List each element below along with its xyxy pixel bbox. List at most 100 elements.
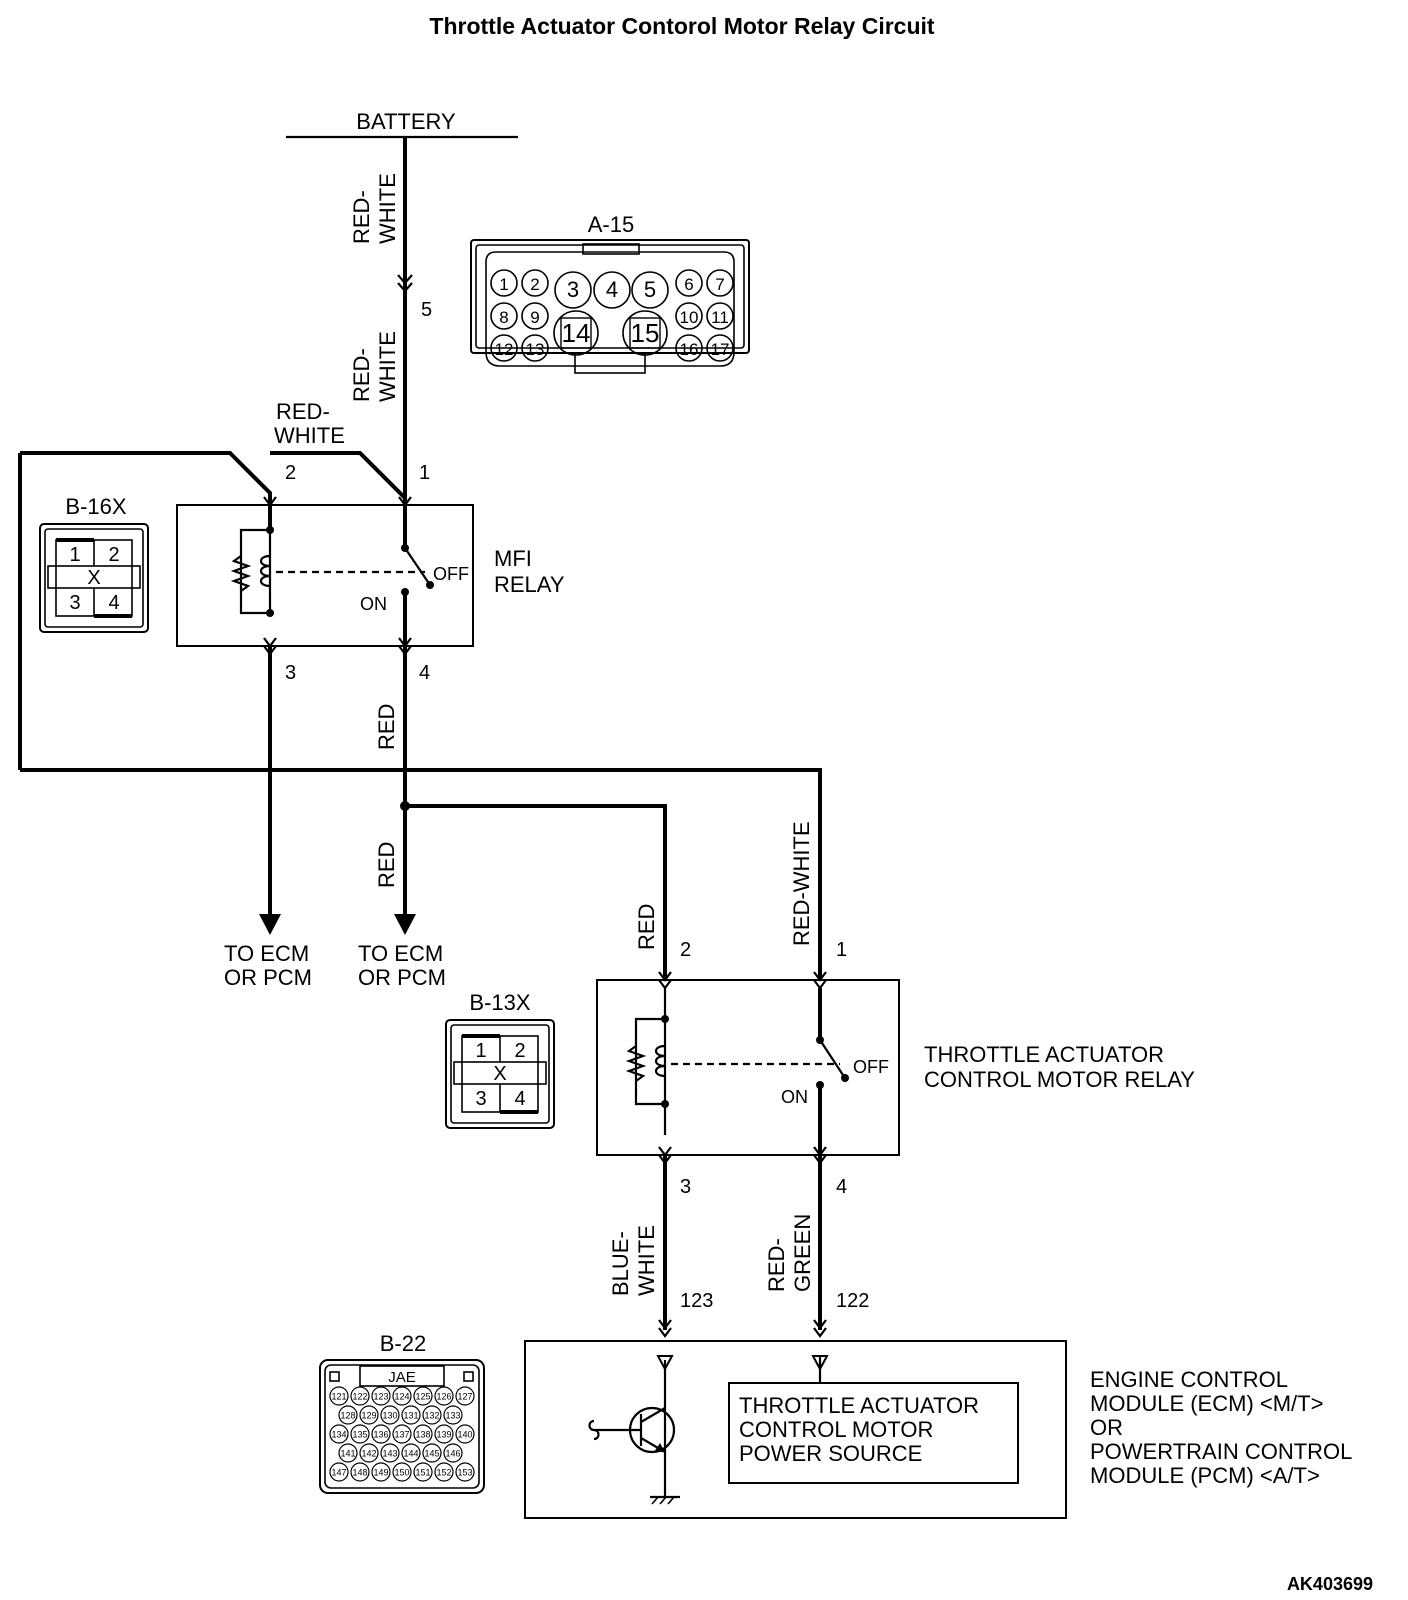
b22-pin: 148	[350, 1462, 370, 1482]
diagram-title: Throttle Actuator Contorol Motor Relay C…	[429, 13, 934, 39]
b22-pin-label: 130	[382, 1411, 397, 1421]
conn-mark	[813, 1327, 827, 1338]
wire-label-red: RED-	[276, 399, 330, 424]
b22-maker: JAE	[388, 1369, 416, 1386]
switch-blade	[404, 547, 429, 583]
a15-pin: 16	[675, 334, 703, 362]
tac-off-label: OFF	[853, 1057, 889, 1077]
a15-pin: 3	[554, 271, 592, 309]
b22-pin-label: 123	[373, 1392, 388, 1402]
b22-pin-label: 135	[352, 1430, 367, 1440]
wire-label-red: RED-	[349, 190, 374, 244]
mfi-pin-2: 2	[285, 462, 296, 484]
b16x-pin-2: 2	[108, 544, 119, 566]
resistor-icon	[230, 555, 252, 592]
b22-pin-label: 138	[415, 1430, 430, 1440]
b22-pin-label: 141	[340, 1449, 355, 1459]
a15-pin: 5	[631, 271, 669, 309]
b22-pin: 143	[380, 1443, 400, 1463]
a15-pin: 12	[490, 334, 518, 362]
mfi-on-label: ON	[360, 594, 387, 614]
a15-pin-label: 15	[631, 318, 660, 348]
a15-pin: 13	[521, 334, 549, 362]
wire-label-red-white: RED-WHITE	[789, 821, 814, 946]
battery-pin-5: 5	[421, 299, 432, 321]
b22-pin: 133	[443, 1405, 463, 1425]
b22-pin: 153	[455, 1462, 475, 1482]
b22-pin: 127	[455, 1386, 475, 1406]
terminal-mark	[656, 1355, 674, 1372]
to-ecm-1a: TO ECM	[224, 941, 309, 966]
a15-pin-label: 3	[567, 277, 579, 302]
coil-icon	[654, 1044, 666, 1078]
b22-pin: 135	[350, 1424, 370, 1444]
tac-relay-label-2: CONTROL MOTOR RELAY	[924, 1067, 1195, 1092]
b22-pin: 141	[338, 1443, 358, 1463]
b13x-x: X	[493, 1063, 506, 1085]
wire-label-red: RED	[374, 704, 399, 750]
a15-pin: 10	[675, 302, 703, 330]
b22-pin-label: 140	[457, 1430, 472, 1440]
b22-pin: 134	[329, 1424, 349, 1444]
b13x-pin-2: 2	[514, 1040, 525, 1062]
mfi-pin-3: 3	[285, 662, 296, 684]
b22-pin-label: 143	[382, 1449, 397, 1459]
b22-pin: 145	[422, 1443, 442, 1463]
wire-label-blue: BLUE-	[608, 1231, 633, 1296]
tac-relay-box	[596, 979, 900, 1156]
b22-pin: 121	[329, 1386, 349, 1406]
b22-pin: 131	[401, 1405, 421, 1425]
b22-pin: 128	[338, 1405, 358, 1425]
connector-b13x	[445, 1019, 555, 1129]
b22-pin: 136	[371, 1424, 391, 1444]
b22-pin-label: 134	[331, 1430, 346, 1440]
b22-label: B-22	[380, 1331, 426, 1356]
tac-pin-3: 3	[680, 1176, 691, 1198]
to-ecm-2a: TO ECM	[358, 941, 443, 966]
b22-pin-label: 152	[436, 1468, 451, 1478]
b22-pin: 132	[422, 1405, 442, 1425]
tac-pin-4: 4	[836, 1176, 847, 1198]
b22-pin: 123	[371, 1386, 391, 1406]
conn-mark	[813, 971, 827, 982]
b22-pin-label: 133	[445, 1411, 460, 1421]
b16x-pin-3: 3	[69, 592, 80, 614]
b13x-pin-4: 4	[514, 1088, 525, 1110]
conn-mark	[658, 1146, 672, 1157]
power-source-line-1: THROTTLE ACTUATOR	[739, 1393, 979, 1418]
switch-blade	[819, 1039, 844, 1076]
switch-node	[841, 1074, 849, 1082]
b16x-pin-1: 1	[69, 544, 80, 566]
a15-pin-label: 7	[715, 275, 724, 294]
b22-pin-label: 142	[361, 1449, 376, 1459]
b22-pin: 122	[350, 1386, 370, 1406]
b16x-pin-4: 4	[108, 592, 119, 614]
a15-pin: 2	[521, 269, 549, 297]
mfi-pin2-wire	[20, 451, 272, 505]
connector-b22	[319, 1359, 485, 1494]
ecm-pin-123: 123	[680, 1290, 713, 1312]
wire-label-red: RED-	[349, 348, 374, 402]
terminal-mark	[811, 1355, 829, 1372]
a15-pin-label: 10	[680, 308, 699, 327]
a15-pin-label: 14	[562, 318, 591, 348]
b22-pin: 146	[443, 1443, 463, 1463]
a15-pin-label: 6	[684, 275, 693, 294]
wire-label-red: RED	[634, 904, 659, 950]
a15-pin: 9	[521, 302, 549, 330]
b22-pin: 125	[413, 1386, 433, 1406]
power-source-box	[728, 1382, 1019, 1484]
resistor-branch	[634, 1017, 665, 1106]
a15-pin: 17	[706, 334, 734, 362]
b22-pin-label: 132	[424, 1411, 439, 1421]
wire-label-white: WHITE	[375, 331, 400, 402]
mfi-relay-label-1: MFI	[494, 546, 532, 571]
coil-icon	[259, 554, 271, 588]
connector-a15	[470, 239, 750, 374]
b22-pin-label: 147	[331, 1468, 346, 1478]
mfi-pin-1: 1	[419, 462, 430, 484]
b22-pin-label: 121	[331, 1392, 346, 1402]
b22-pin-label: 128	[340, 1411, 355, 1421]
